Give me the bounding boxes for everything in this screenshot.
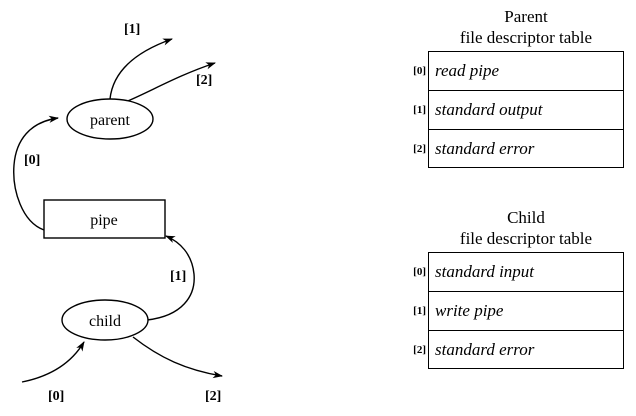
edge-label-child-stderr: [2] — [205, 389, 221, 404]
table-row: [2] standard error — [410, 129, 632, 168]
node-parent-label: parent — [90, 112, 131, 129]
edge-label-parent-stdout: [1] — [124, 22, 140, 37]
edge-label-child-writepipe: [1] — [170, 269, 186, 284]
edge-child-to-pipe — [146, 235, 195, 321]
child-table-heading-line1: Child — [507, 208, 545, 227]
parent-file-descriptor-table: Parent file descriptor table [0] read pi… — [410, 6, 632, 168]
edge-child-stdin — [21, 341, 85, 383]
edge-label-child-stdin: [0] — [48, 389, 64, 404]
node-pipe-label: pipe — [90, 212, 118, 229]
edge-pipe-to-parent — [13, 115, 59, 231]
fd-index: [0] — [413, 64, 426, 77]
table-row: [1] standard output — [410, 90, 632, 129]
table-row: [0] standard input — [410, 252, 632, 291]
table-row: [1] write pipe — [410, 291, 632, 330]
edge-label-parent-readpipe: [0] — [24, 153, 40, 168]
parent-table-rows: [0] read pipe [1] standard output [2] st… — [410, 51, 632, 168]
edge-child-stderr — [132, 336, 223, 379]
fd-value: write pipe — [428, 291, 624, 330]
fd-value: standard error — [428, 129, 624, 168]
child-table-heading-line2: file descriptor table — [459, 229, 593, 248]
node-parent — [66, 98, 154, 140]
edge-parent-stdout — [109, 38, 173, 100]
node-child-label: child — [89, 313, 121, 330]
fd-value: standard output — [428, 90, 624, 129]
child-table-heading: Child file descriptor table — [420, 207, 632, 249]
edge-label-parent-stderr: [2] — [196, 73, 212, 88]
table-row: [0] read pipe — [410, 51, 632, 90]
fd-value: standard input — [428, 252, 624, 291]
fd-value: read pipe — [428, 51, 624, 90]
child-table-rows: [0] standard input [1] write pipe [2] st… — [410, 252, 632, 369]
parent-table-heading: Parent file descriptor table — [420, 6, 632, 48]
table-row: [2] standard error — [410, 330, 632, 369]
process-pipe-diagram: [0] [1] [2] [1] [0] [2] parent pipe chil… — [13, 22, 223, 404]
fd-index: [0] — [413, 265, 426, 278]
edge-parent-stderr — [122, 62, 216, 104]
fd-index: [2] — [413, 343, 426, 356]
parent-table-heading-line1: Parent — [504, 7, 548, 26]
child-file-descriptor-table: Child file descriptor table [0] standard… — [410, 207, 632, 369]
parent-table-heading-line2: file descriptor table — [459, 28, 593, 47]
fd-index: [1] — [413, 304, 426, 317]
fd-index: [2] — [413, 142, 426, 155]
node-child — [61, 299, 149, 341]
fd-index: [1] — [413, 103, 426, 116]
fd-value: standard error — [428, 330, 624, 369]
node-pipe — [43, 199, 166, 239]
